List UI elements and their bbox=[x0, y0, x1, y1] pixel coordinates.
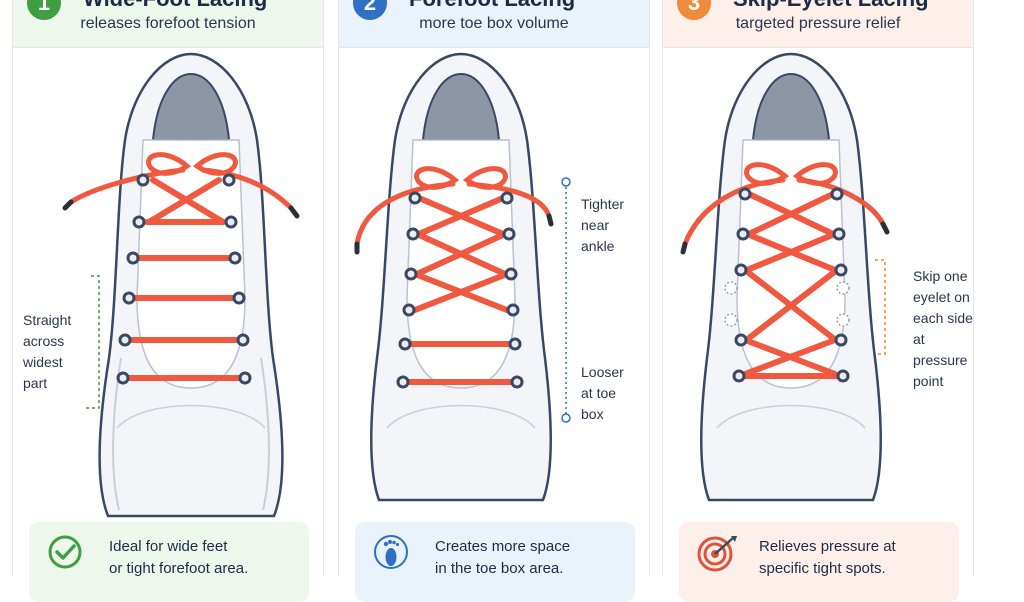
annotation-skip-one-eyelet: Skip one eyelet on each side at pressure… bbox=[913, 266, 973, 392]
caption-line: Ideal for wide feet bbox=[109, 538, 228, 555]
shoe-illustration bbox=[62, 52, 300, 518]
caption-box: Creates more space in the toe box area. bbox=[355, 522, 635, 602]
lace-pattern bbox=[68, 152, 294, 381]
annotation-line: eyelet on bbox=[913, 289, 970, 305]
annotation-line: Tighter bbox=[581, 196, 625, 212]
panel-subtitle: releases forefoot tension bbox=[80, 15, 256, 32]
panel-header: 3 Skip-Eyelet Lacing targeted pressure r… bbox=[663, 0, 973, 48]
annotation-line: Looser bbox=[581, 364, 624, 380]
annotation-line: across bbox=[23, 333, 65, 349]
caption-line: Creates more space bbox=[435, 538, 571, 555]
annotation-tighter-near-ankle: Tighter near ankle bbox=[581, 194, 624, 257]
annotation-line: part bbox=[23, 375, 48, 391]
annotation-line: Straight bbox=[23, 312, 72, 328]
panel-header: 1 Wide-Foot Lacing releases forefoot ten… bbox=[13, 0, 323, 48]
annotation-line: at toe bbox=[581, 385, 617, 401]
footprint-icon bbox=[374, 535, 408, 569]
panel-header: 2 Forefoot Lacing more toe box volume bbox=[339, 0, 649, 48]
annotation-line: widest bbox=[23, 354, 63, 370]
target-icon bbox=[697, 536, 737, 572]
bracket-pressure-point bbox=[875, 259, 886, 355]
annotation-line: box bbox=[581, 406, 604, 422]
annotation-line: each side bbox=[913, 310, 973, 326]
caption-line: in the toe box area. bbox=[435, 560, 564, 577]
annotation-straight-across: Straight across widest part bbox=[23, 310, 71, 394]
tension-scale bbox=[561, 177, 571, 423]
panel-title: Forefoot Lacing bbox=[409, 0, 575, 12]
annotation-looser-at-toe-box: Looser at toe box bbox=[581, 362, 624, 425]
panel-subtitle: more toe box volume bbox=[419, 15, 569, 32]
panel-skip-eyelet-lacing: 3 Skip-Eyelet Lacing targeted pressure r… bbox=[662, 0, 974, 602]
annotation-line: near bbox=[581, 217, 610, 233]
checkmark-circle-icon bbox=[48, 535, 82, 569]
bracket-widest-part bbox=[85, 275, 100, 409]
panel-title: Skip-Eyelet Lacing bbox=[733, 0, 929, 12]
skipped-eyelets bbox=[724, 281, 850, 327]
panel-wide-foot-lacing: 1 Wide-Foot Lacing releases forefoot ten… bbox=[12, 0, 324, 602]
caption-text: Relieves pressure at specific tight spot… bbox=[759, 536, 949, 580]
annotation-line: at pressure bbox=[913, 331, 968, 368]
eyelets bbox=[732, 187, 850, 383]
caption-text: Ideal for wide feet or tight forefoot ar… bbox=[109, 536, 299, 580]
step-number-badge: 3 bbox=[677, 0, 711, 20]
panel-forefoot-lacing: 2 Forefoot Lacing more toe box volume bbox=[338, 0, 650, 602]
panel-subtitle: targeted pressure relief bbox=[735, 15, 901, 32]
step-number-badge: 2 bbox=[353, 0, 387, 20]
annotation-line: point bbox=[913, 373, 944, 389]
caption-box: Relieves pressure at specific tight spot… bbox=[679, 522, 959, 602]
caption-text: Creates more space in the toe box area. bbox=[435, 536, 625, 580]
annotation-line: ankle bbox=[581, 238, 615, 254]
caption-line: or tight forefoot area. bbox=[109, 560, 249, 577]
shoe-illustration bbox=[354, 52, 571, 502]
eyelets bbox=[116, 173, 252, 385]
sneaker-icon bbox=[699, 52, 883, 502]
caption-line: specific tight spots. bbox=[759, 560, 886, 577]
caption-line: Relieves pressure at bbox=[759, 538, 896, 555]
step-number-badge: 1 bbox=[27, 0, 61, 20]
annotation-line: Skip one bbox=[913, 268, 968, 284]
shoe-illustration bbox=[680, 52, 890, 502]
sneaker-icon bbox=[98, 52, 284, 518]
lace-pattern bbox=[682, 162, 886, 379]
eyelets bbox=[396, 191, 524, 389]
panel-title: Wide-Foot Lacing bbox=[83, 0, 267, 12]
caption-box: Ideal for wide feet or tight forefoot ar… bbox=[29, 522, 309, 602]
sneaker-icon bbox=[369, 52, 553, 502]
lace-pattern bbox=[354, 166, 552, 385]
